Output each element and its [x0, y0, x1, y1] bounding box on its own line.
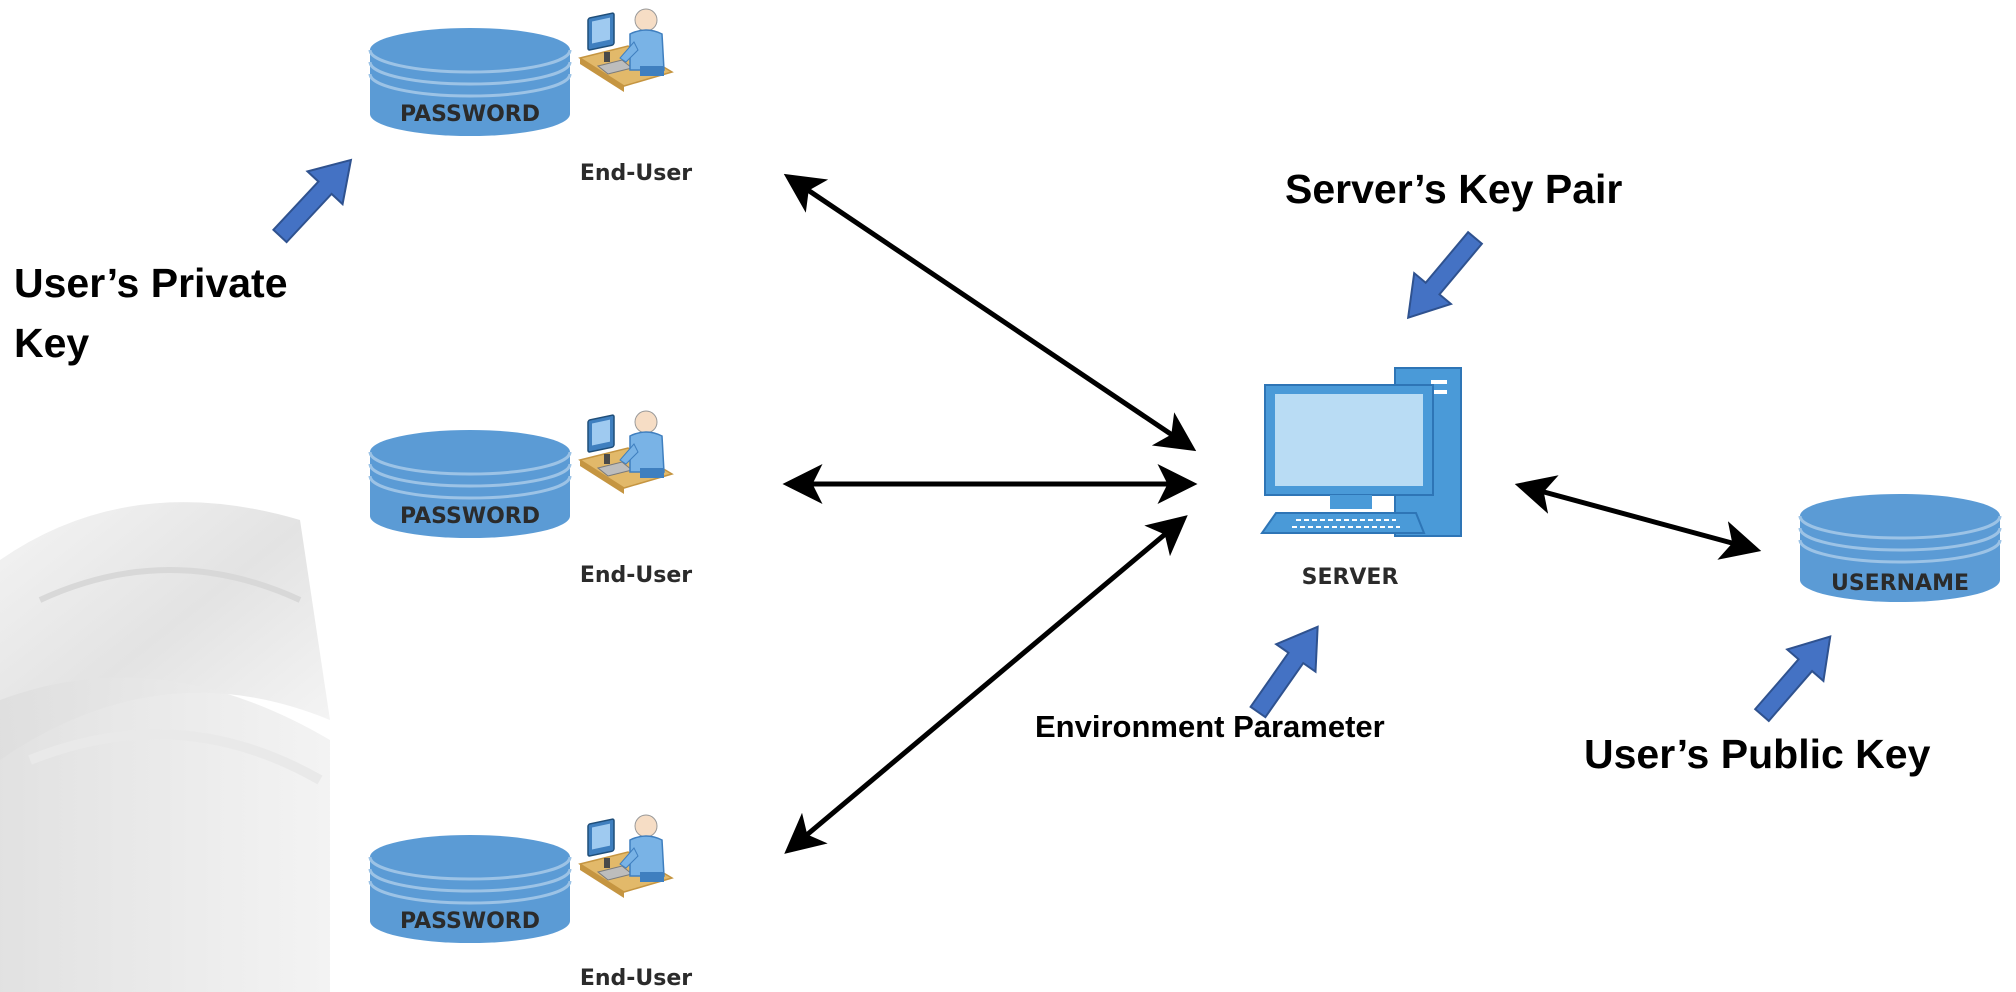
user-store-node: USERNAME — [1798, 492, 2002, 604]
server-node: SERVER — [1260, 367, 1462, 590]
client-node: PASSWORD End-User — [368, 814, 692, 991]
public-key-label: User’s Public Key — [1584, 731, 1931, 777]
pointer-arrow-icon — [261, 142, 370, 254]
server-caption: SERVER — [1302, 565, 1399, 590]
end-user-caption: End-User — [580, 161, 692, 186]
private-key-label: User’s Private — [14, 260, 288, 306]
user-at-computer-icon — [579, 814, 673, 899]
user-at-computer-icon — [579, 410, 673, 495]
connections — [782, 173, 1762, 854]
computer-icon — [1260, 367, 1462, 537]
link-server-userstore — [1514, 475, 1762, 560]
environment-parameter-label: Environment Parameter — [1035, 709, 1385, 744]
client-node: PASSWORD End-User — [368, 410, 692, 588]
user-at-computer-icon — [579, 8, 673, 93]
client-node: PASSWORD End-User — [368, 8, 692, 186]
database-label: PASSWORD — [400, 102, 540, 127]
database-label: PASSWORD — [400, 504, 540, 529]
background-swoosh — [0, 502, 330, 992]
private-key-label-line2: Key — [14, 320, 89, 366]
pointer-arrow-icon — [1388, 221, 1495, 335]
database-label: PASSWORD — [400, 909, 540, 934]
pointer-arrow-icon — [1742, 619, 1850, 732]
database-label: USERNAME — [1831, 571, 1969, 596]
link-client3-server — [784, 515, 1188, 854]
end-user-caption: End-User — [580, 966, 692, 991]
link-client1-server — [783, 173, 1197, 452]
end-user-caption: End-User — [580, 563, 692, 588]
server-key-pair-label: Server’s Key Pair — [1285, 166, 1622, 212]
